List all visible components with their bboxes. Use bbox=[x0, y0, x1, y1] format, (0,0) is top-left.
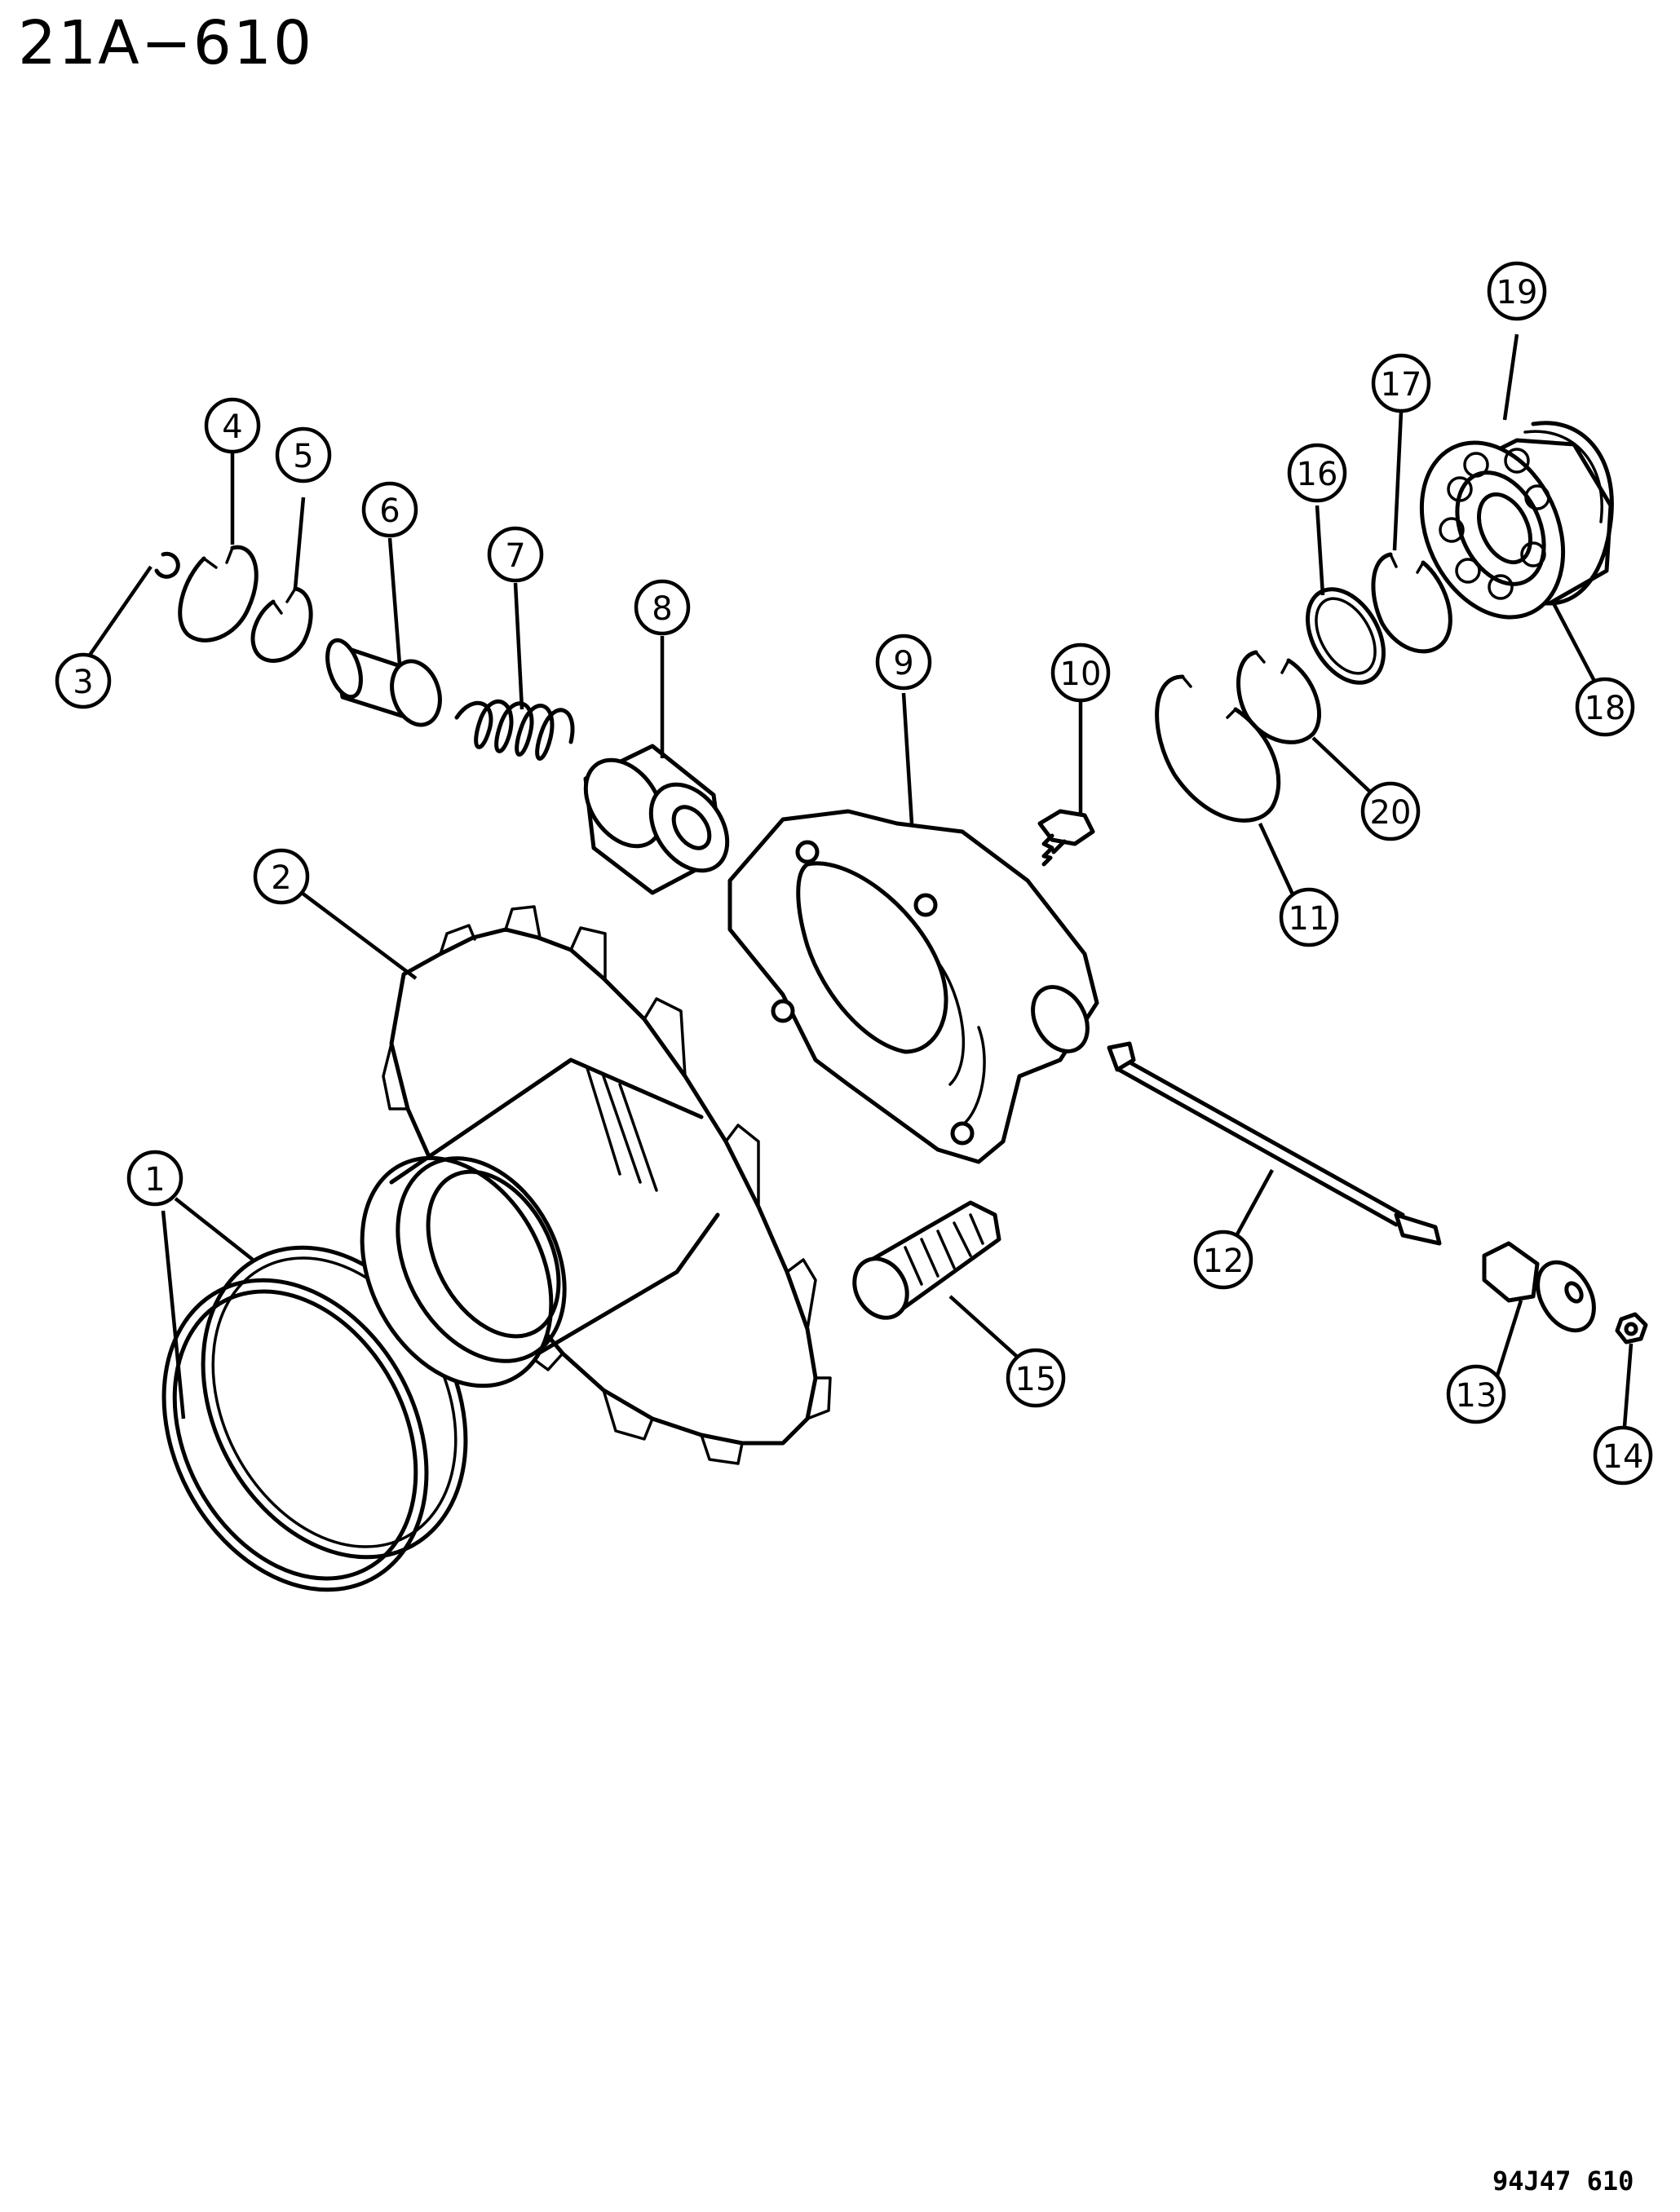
part-7-spring bbox=[454, 699, 575, 761]
svg-text:11: 11 bbox=[1289, 900, 1330, 938]
part-13-fitting bbox=[1482, 1241, 1596, 1333]
part-2-pump-body bbox=[360, 905, 832, 1465]
part-12-tube bbox=[1107, 1041, 1442, 1246]
callout-2: 2 bbox=[253, 848, 310, 905]
svg-text:1: 1 bbox=[144, 1161, 165, 1199]
callout-18: 18 bbox=[1575, 677, 1635, 737]
part-19-outer-ring bbox=[1523, 421, 1614, 606]
svg-text:3: 3 bbox=[73, 664, 93, 701]
svg-text:16: 16 bbox=[1297, 456, 1338, 493]
part-15-filter bbox=[852, 1200, 1001, 1320]
part-18-bearing bbox=[1419, 438, 1613, 620]
svg-text:2: 2 bbox=[271, 859, 291, 897]
svg-text:4: 4 bbox=[222, 408, 242, 446]
callout-13: 13 bbox=[1446, 1364, 1506, 1424]
svg-text:19: 19 bbox=[1497, 274, 1538, 311]
svg-text:7: 7 bbox=[505, 537, 525, 575]
svg-text:5: 5 bbox=[293, 438, 313, 475]
callout-17: 17 bbox=[1371, 353, 1431, 413]
svg-text:20: 20 bbox=[1370, 794, 1412, 832]
part-17-snap-ring bbox=[1371, 552, 1452, 654]
callout-14: 14 bbox=[1593, 1425, 1653, 1486]
page-code: 21A−610 bbox=[18, 8, 314, 78]
part-14-nut bbox=[1615, 1312, 1648, 1344]
part-9-housing bbox=[727, 809, 1099, 1164]
callout-12: 12 bbox=[1193, 1230, 1253, 1290]
callout-10: 10 bbox=[1050, 642, 1111, 703]
callout-8: 8 bbox=[634, 579, 691, 636]
part-3-small-snap-ring bbox=[154, 551, 180, 579]
callout-6: 6 bbox=[361, 481, 418, 538]
callout-3: 3 bbox=[55, 652, 112, 709]
part-8-sleeve bbox=[583, 744, 730, 895]
leader-lines bbox=[82, 333, 1634, 1448]
part-20-snap-ring bbox=[1236, 650, 1322, 744]
callout-11: 11 bbox=[1279, 887, 1339, 947]
callout-5: 5 bbox=[275, 426, 332, 483]
svg-text:17: 17 bbox=[1381, 366, 1422, 404]
part-6-plug bbox=[325, 638, 442, 727]
part-11-large-snap-ring bbox=[1155, 674, 1281, 823]
callout-1: 1 bbox=[126, 1150, 183, 1207]
callout-4: 4 bbox=[204, 397, 261, 454]
svg-text:15: 15 bbox=[1015, 1361, 1057, 1398]
svg-text:6: 6 bbox=[379, 492, 400, 530]
part-16-o-ring bbox=[1306, 587, 1386, 685]
callout-16: 16 bbox=[1287, 443, 1347, 503]
figure-code: 94J47 610 bbox=[1492, 2166, 1634, 2197]
callout-20: 20 bbox=[1360, 781, 1421, 841]
callout-7: 7 bbox=[487, 526, 544, 583]
svg-text:13: 13 bbox=[1456, 1377, 1497, 1415]
svg-text:8: 8 bbox=[652, 590, 672, 628]
callout-9: 9 bbox=[875, 634, 932, 691]
svg-text:10: 10 bbox=[1060, 656, 1102, 693]
callout-19: 19 bbox=[1487, 261, 1547, 321]
svg-text:14: 14 bbox=[1603, 1438, 1644, 1476]
part-5-snap-ring bbox=[250, 586, 313, 663]
svg-text:9: 9 bbox=[893, 645, 913, 682]
part-4-snap-ring bbox=[178, 545, 259, 642]
part-10-bolt bbox=[1037, 809, 1095, 867]
callout-15: 15 bbox=[1006, 1348, 1066, 1408]
svg-text:18: 18 bbox=[1585, 690, 1626, 727]
svg-text:12: 12 bbox=[1203, 1243, 1245, 1280]
